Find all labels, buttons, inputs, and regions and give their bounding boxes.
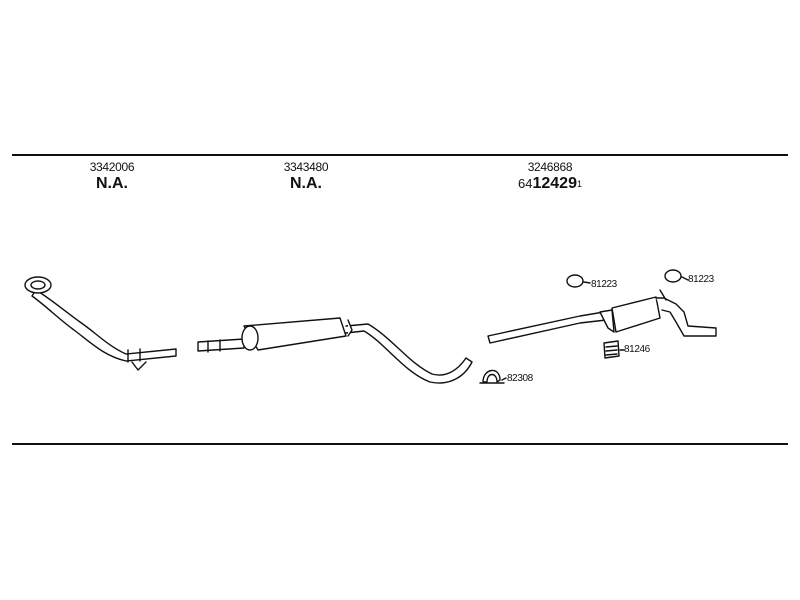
alternative-number: 64124291 [490, 175, 610, 193]
part-rear-silencer-label: 3246868 64124291 [490, 160, 610, 193]
ref-ring-top-left: 81223 [591, 279, 617, 290]
alt-suffix: 1 [576, 179, 582, 189]
part-number: 3246868 [527, 160, 573, 174]
part-number: 3343480 [283, 160, 329, 174]
rubber-mount-icon [603, 340, 620, 359]
alt-main: 12429 [532, 175, 577, 192]
alternative-number: N.A. [290, 175, 322, 192]
middle-silencer-icon [197, 317, 473, 384]
front-pipe-icon [24, 276, 177, 371]
bottom-divider [12, 443, 788, 445]
ref-clamp: 82308 [507, 373, 533, 384]
alt-prefix: 64 [518, 176, 533, 191]
part-middle-silencer-label: 3343480 N.A. [246, 160, 366, 193]
ref-ring-top-right: 81223 [688, 274, 714, 285]
top-divider [12, 154, 788, 156]
alternative-number: N.A. [96, 175, 128, 192]
clamp-icon [479, 369, 505, 384]
ring-icon [566, 274, 584, 288]
rear-silencer-icon [487, 289, 717, 344]
ring-icon [664, 269, 682, 283]
part-number: 3342006 [89, 160, 135, 174]
part-front-pipe-label: 3342006 N.A. [52, 160, 172, 193]
ref-rubber-mount: 81246 [624, 344, 650, 355]
